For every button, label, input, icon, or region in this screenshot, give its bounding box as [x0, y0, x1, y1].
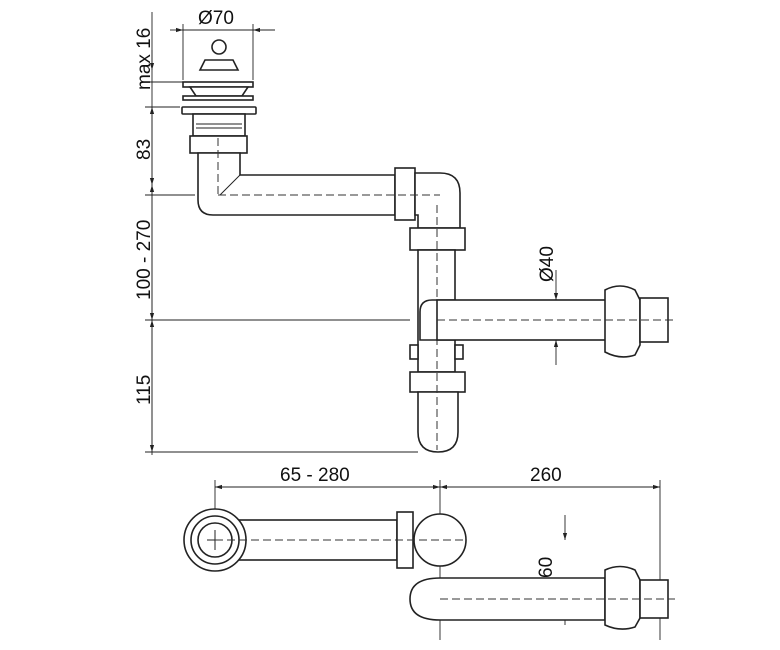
dim-115: 115 — [134, 375, 155, 405]
dim-260: 260 — [530, 465, 562, 486]
drain-plug — [181, 39, 257, 154]
dim-83: 83 — [134, 139, 155, 160]
vertical-dimension-chain — [145, 12, 418, 455]
plan-view-siphon — [183, 508, 675, 630]
dim-100-270: 100 - 270 — [134, 220, 155, 300]
outlet-pipe — [436, 270, 675, 365]
dim-diameter-40: Ø40 — [537, 246, 558, 282]
dim-diameter-70: Ø70 — [198, 8, 234, 29]
dim-max-16: max 16 — [134, 28, 155, 90]
horizontal-drain-pipe — [197, 138, 466, 251]
dim-60: 60 — [536, 557, 557, 578]
dim-65-280: 65 - 280 — [280, 465, 350, 486]
dim-diameter-70-lines — [170, 24, 275, 80]
